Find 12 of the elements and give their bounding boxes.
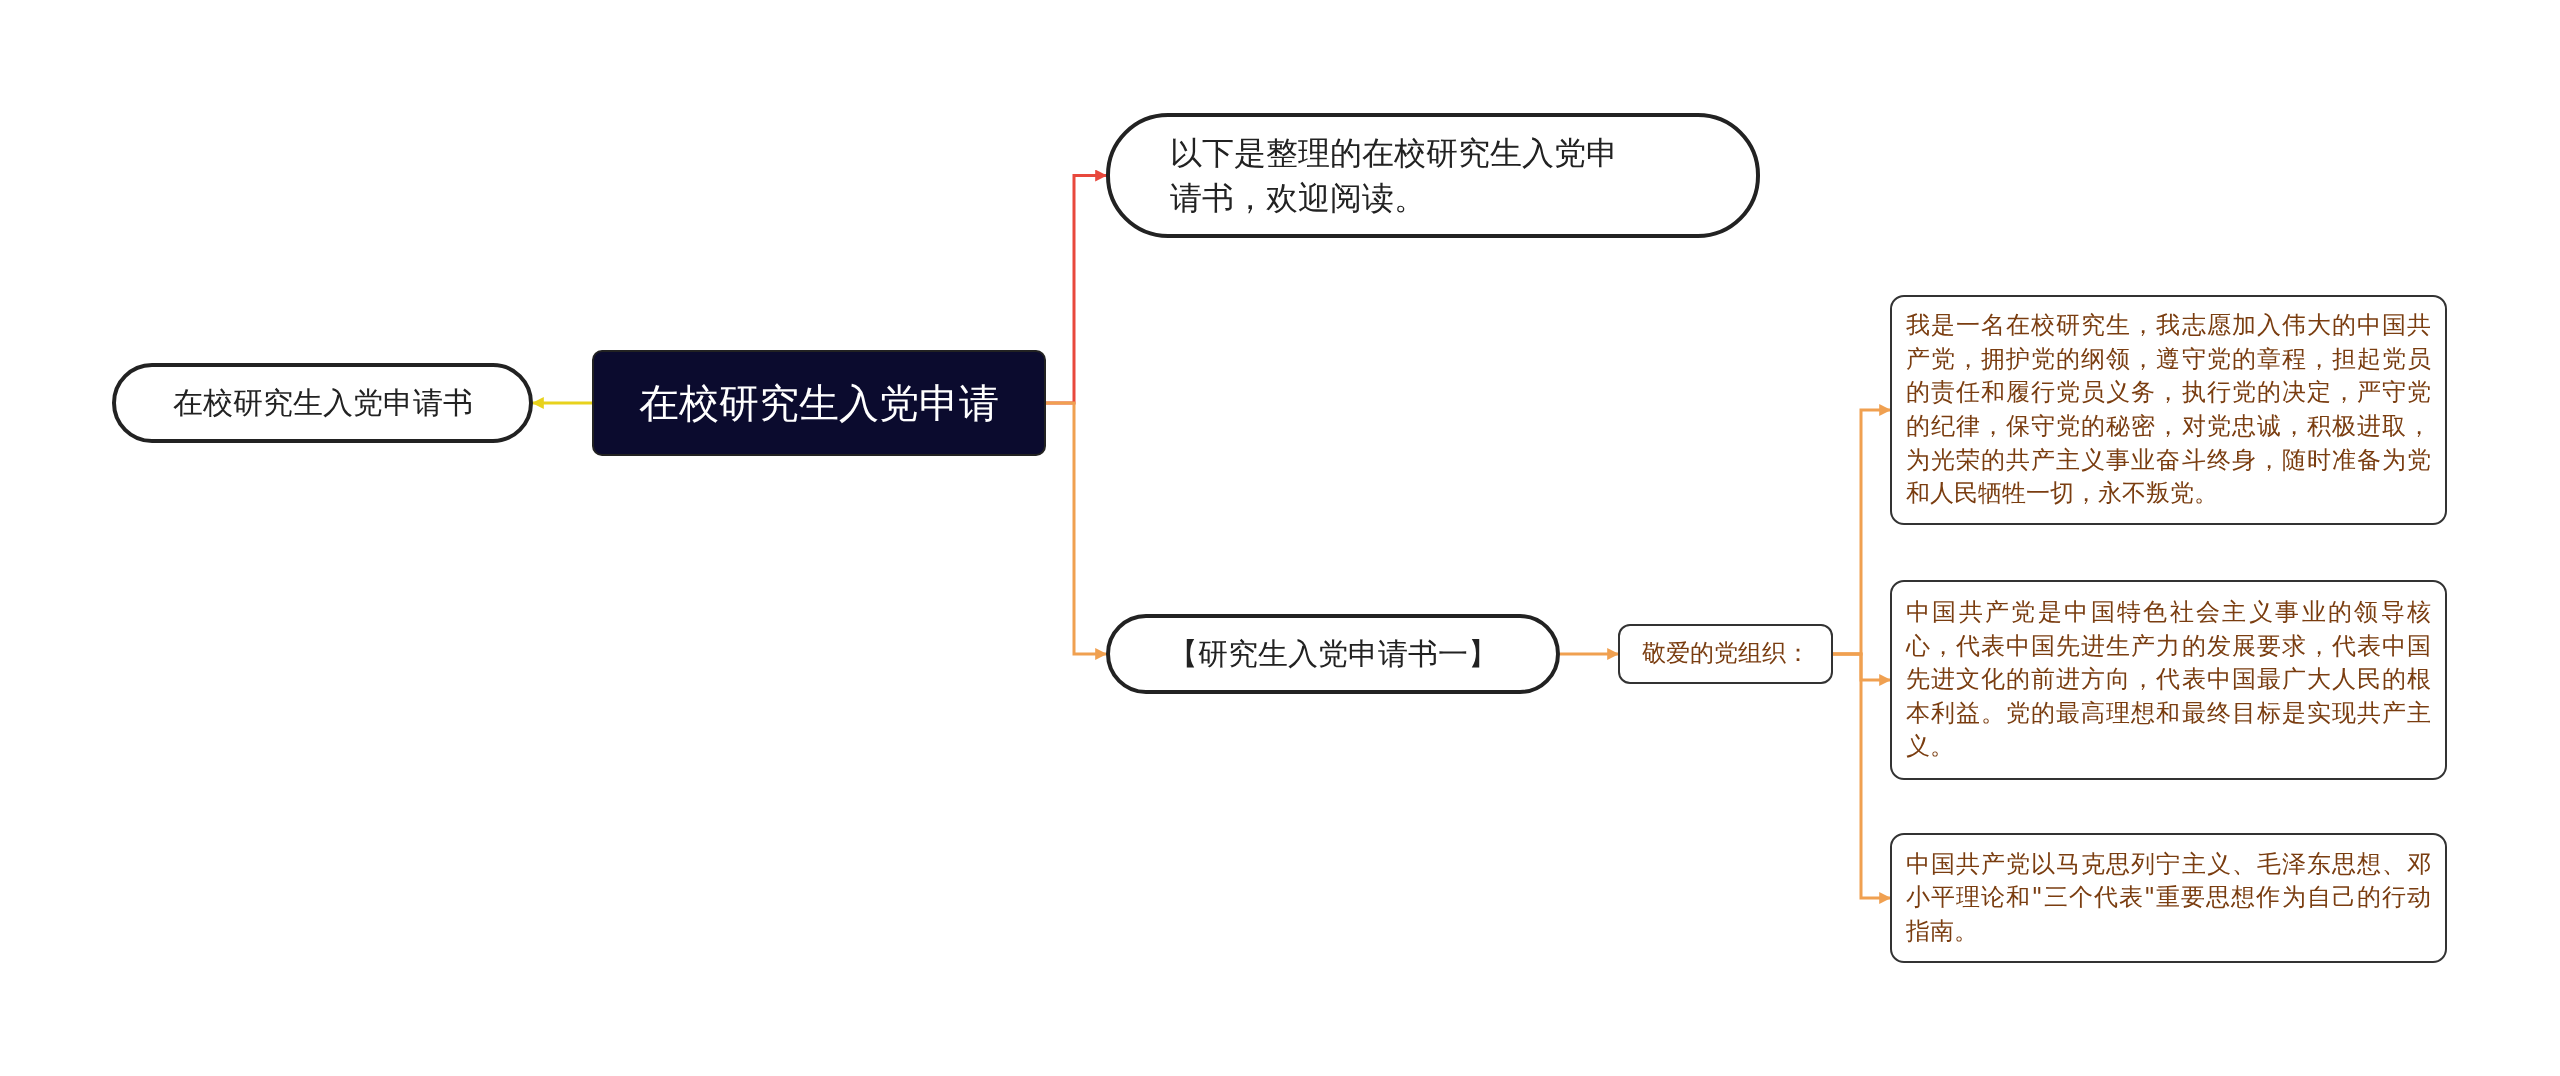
connector-arrow xyxy=(531,397,592,409)
text-box: 中国共产党是中国特色社会主义事业的领导核心，代表中国先进生产力的发展要求，代表中国先进文化的前进方向，代表中国最广大人民的根本利益。党的最高理想和最终目标是实现共产主义。 xyxy=(1890,580,2447,780)
root-box: 在校研究生入党申请 xyxy=(592,350,1046,456)
text-box: 中国共产党以马克思列宁主义、毛泽东思想、邓小平理论和"三个代表"重要思想作为自己的行动指南。 xyxy=(1890,833,2447,963)
topic-pill: 在校研究生入党申请书 xyxy=(112,363,533,443)
connector-arrow xyxy=(1560,648,1620,660)
text-box: 我是一名在校研究生，我志愿加入伟大的中国共产党，拥护党的纲领，遵守党的章程，担起党员的责任和履行党员义务，执行党的决定，严守党的纪律，保守党的秘密，对党忠诚，积极进取，为光荣的共产主义事业奋斗终身，随时准备为党和人民牺牲一切，永不叛党。 xyxy=(1890,295,2447,525)
topic-pill: 【研究生入党申请书一】 xyxy=(1106,614,1560,694)
topic-pill: 以下是整理的在校研究生入党申请书，欢迎阅读。 xyxy=(1106,113,1760,238)
connector-arrow xyxy=(1046,401,1108,660)
subtopic-box: 敬爱的党组织： xyxy=(1618,624,1833,684)
connector-arrow xyxy=(1833,652,1892,904)
